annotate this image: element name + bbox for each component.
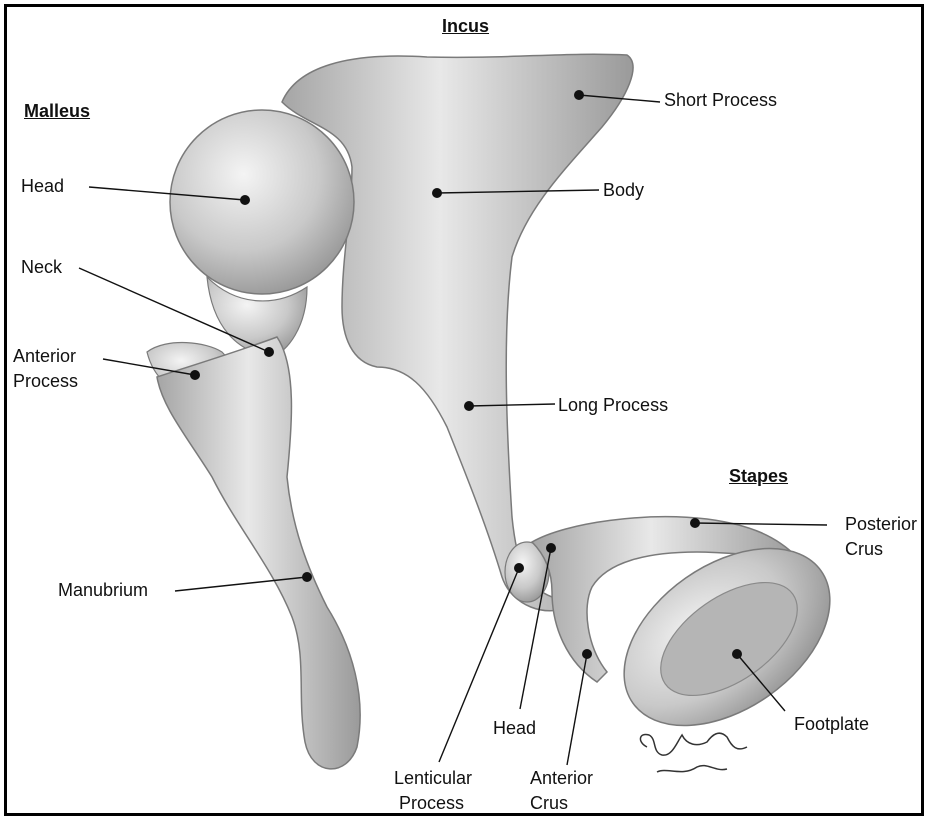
label-lenticular-process-line2: Process xyxy=(399,792,464,814)
label-malleus-neck: Neck xyxy=(21,256,62,278)
diagram-frame: Incus Malleus Stapes Head Neck Anterior … xyxy=(4,4,924,816)
label-lenticular-process-line1: Lenticular xyxy=(394,767,472,789)
label-anterior-process-line1: Anterior xyxy=(13,345,76,367)
label-anterior-process-line2: Process xyxy=(13,370,78,392)
malleus-bone xyxy=(147,110,360,769)
artist-signature xyxy=(640,733,747,772)
label-stapes-head: Head xyxy=(493,717,536,739)
heading-malleus: Malleus xyxy=(24,100,90,122)
label-anterior-crus-line1: Anterior xyxy=(530,767,593,789)
label-posterior-crus-line1: Posterior xyxy=(845,513,917,535)
label-short-process: Short Process xyxy=(664,89,777,111)
label-posterior-crus-line2: Crus xyxy=(845,538,883,560)
label-long-process: Long Process xyxy=(558,394,668,416)
heading-incus: Incus xyxy=(442,15,489,37)
label-manubrium: Manubrium xyxy=(58,579,148,601)
heading-stapes: Stapes xyxy=(729,465,788,487)
label-footplate: Footplate xyxy=(794,713,869,735)
ossicles-illustration xyxy=(7,7,921,813)
label-malleus-head: Head xyxy=(21,175,64,197)
label-anterior-crus-line2: Crus xyxy=(530,792,568,814)
label-body: Body xyxy=(603,179,644,201)
